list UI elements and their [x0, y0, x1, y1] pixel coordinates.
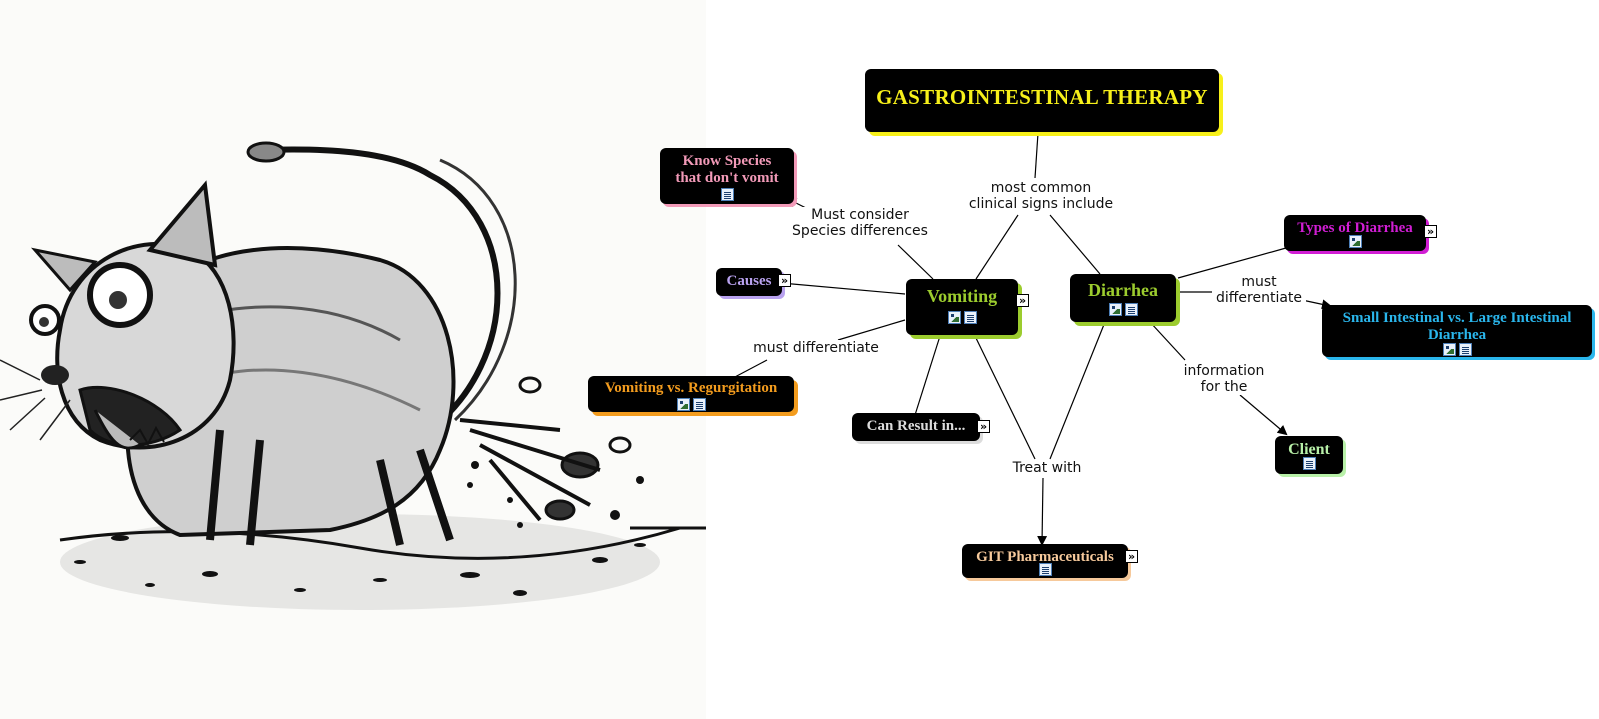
species-line-2: Species differences — [792, 223, 928, 239]
link-treat-git — [1037, 477, 1048, 546]
document-resource-icon[interactable] — [720, 188, 734, 201]
link-vomiting-canresult — [914, 335, 941, 416]
information-line-1: information — [1183, 363, 1265, 379]
types-of-diarrhea-node[interactable]: Types of Diarrhea — [1284, 215, 1426, 251]
link-differentiate-vomreg — [732, 359, 768, 379]
link-label-clinical-signs: most common clinical signs include — [964, 180, 1118, 212]
cat-illustration — [0, 0, 706, 719]
link-vomiting-differentiate — [837, 319, 906, 341]
document-resource-icon[interactable] — [1302, 457, 1316, 470]
vomiting-expand-arrow-icon[interactable]: » — [1016, 294, 1029, 307]
vomiting-label: Vomiting — [926, 286, 998, 306]
link-info-client — [1239, 394, 1288, 436]
link-label-diarrhea-differentiate: must differentiate — [1212, 274, 1306, 306]
can-result-in-label: Can Result in... — [866, 418, 966, 434]
vomiting-vs-regurgitation-node[interactable]: Vomiting vs. Regurgitation — [588, 376, 794, 412]
link-diarrhea-types — [1177, 247, 1287, 279]
small-large-line-2: Diarrhea — [1427, 327, 1487, 343]
link-root-label — [1034, 132, 1039, 179]
client-label: Client — [1288, 441, 1330, 458]
diarrhea-label: Diarrhea — [1088, 280, 1158, 300]
vomiting-node[interactable]: Vomiting — [906, 279, 1018, 335]
git-pharmaceuticals-label: GIT Pharmaceuticals — [976, 549, 1114, 565]
document-resource-icon[interactable] — [1038, 563, 1052, 576]
client-resources — [1281, 457, 1337, 473]
link-vomiting-species-label — [897, 244, 934, 280]
git-expand-arrow-icon[interactable]: » — [1125, 550, 1138, 563]
image-resource-icon[interactable] — [1348, 235, 1362, 248]
image-resource-icon[interactable] — [1442, 343, 1456, 356]
document-resource-icon[interactable] — [963, 311, 977, 324]
image-resource-icon[interactable] — [676, 398, 690, 411]
clinical-signs-line-2: clinical signs include — [968, 196, 1114, 212]
vomiting-vs-regurgitation-label: Vomiting vs. Regurgitation — [604, 380, 778, 396]
clinical-signs-line-1: most common — [990, 180, 1092, 196]
types-of-diarrhea-resources — [1290, 235, 1420, 251]
link-label-information-client: information for the — [1175, 363, 1273, 395]
types-of-diarrhea-expand-arrow-icon[interactable]: » — [1424, 225, 1437, 238]
document-resource-icon[interactable] — [692, 398, 706, 411]
link-diarrhea-info — [1149, 321, 1186, 361]
causes-label: Causes — [726, 273, 772, 289]
link-label-vomiting-differentiate: must differentiate — [745, 340, 887, 356]
information-line-2: for the — [1200, 379, 1248, 395]
image-resource-icon[interactable] — [1108, 303, 1122, 316]
diarrhea-differentiate-line-1: must — [1241, 274, 1277, 290]
document-resource-icon[interactable] — [1458, 343, 1472, 356]
link-label-species-differences: Must consider Species differences — [788, 207, 932, 239]
know-species-line-2: that don't vomit — [675, 170, 779, 186]
can-result-expand-arrow-icon[interactable]: » — [977, 420, 990, 433]
diarrhea-resources — [1076, 303, 1170, 319]
know-species-resources — [666, 188, 788, 204]
causes-expand-arrow-icon[interactable]: » — [778, 274, 791, 287]
know-species-node[interactable]: Know Species that don't vomit — [660, 148, 794, 204]
diarrhea-differentiate-line-2: differentiate — [1215, 290, 1303, 306]
document-resource-icon[interactable] — [1124, 303, 1138, 316]
link-vomiting-causes — [769, 281, 906, 295]
small-vs-large-intestinal-node[interactable]: Small Intestinal vs. Large Intestinal Di… — [1322, 305, 1592, 357]
vom-regurg-resources — [594, 398, 788, 414]
know-species-line-1: Know Species — [682, 153, 772, 169]
link-label-diarrhea — [1049, 214, 1101, 275]
client-node[interactable]: Client — [1275, 436, 1343, 474]
image-resource-icon[interactable] — [947, 311, 961, 324]
root-concept-node[interactable]: GASTROINTESTINAL THERAPY — [865, 69, 1219, 132]
link-vomiting-treat — [974, 335, 1036, 460]
types-of-diarrhea-label: Types of Diarrhea — [1297, 220, 1413, 236]
link-diarrhea-treat — [1049, 321, 1106, 460]
treat-with-text: Treat with — [1012, 460, 1082, 476]
git-pharmaceuticals-node[interactable]: GIT Pharmaceuticals — [962, 544, 1128, 578]
causes-node[interactable]: Causes — [716, 268, 782, 296]
species-line-1: Must consider — [811, 207, 909, 223]
small-large-line-1: Small Intestinal vs. Large Intestinal — [1342, 310, 1572, 326]
git-resources — [968, 563, 1122, 579]
link-label-vomiting — [975, 214, 1019, 280]
small-large-resources — [1328, 343, 1586, 359]
root-concept-label: GASTROINTESTINAL THERAPY — [876, 85, 1208, 109]
vomiting-differentiate-text: must differentiate — [753, 340, 879, 356]
diarrhea-node[interactable]: Diarrhea — [1070, 274, 1176, 322]
can-result-in-node[interactable]: Can Result in... — [852, 413, 980, 441]
link-label-treat-with: Treat with — [1005, 460, 1089, 476]
vomiting-resources — [912, 311, 1012, 327]
